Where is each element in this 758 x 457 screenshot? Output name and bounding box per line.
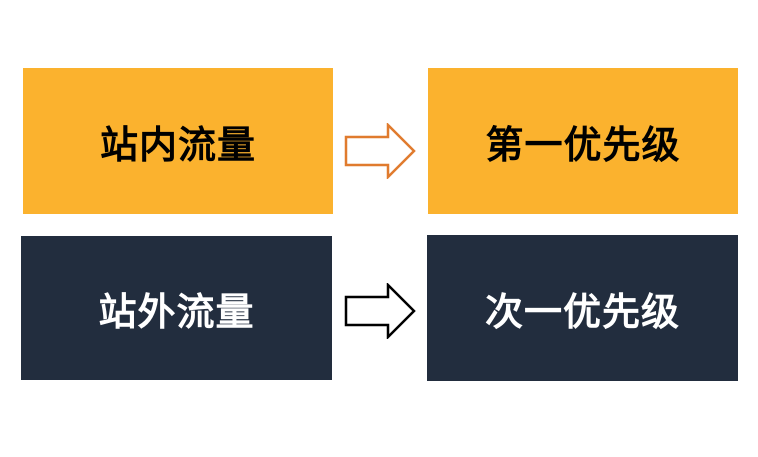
right-arrow-icon bbox=[344, 283, 416, 339]
priority-box-second: 次一优先级 bbox=[427, 235, 738, 381]
priority-box-first: 第一优先级 bbox=[428, 68, 738, 214]
source-label-internal-traffic: 站内流量 bbox=[99, 122, 256, 167]
source-box-external-traffic: 站外流量 bbox=[21, 236, 332, 380]
source-label-external-traffic: 站外流量 bbox=[98, 289, 255, 334]
priority-label-first: 第一优先级 bbox=[485, 122, 681, 167]
source-box-internal-traffic: 站内流量 bbox=[23, 68, 333, 214]
right-arrow-icon bbox=[344, 123, 416, 179]
priority-label-second: 次一优先级 bbox=[484, 289, 680, 334]
